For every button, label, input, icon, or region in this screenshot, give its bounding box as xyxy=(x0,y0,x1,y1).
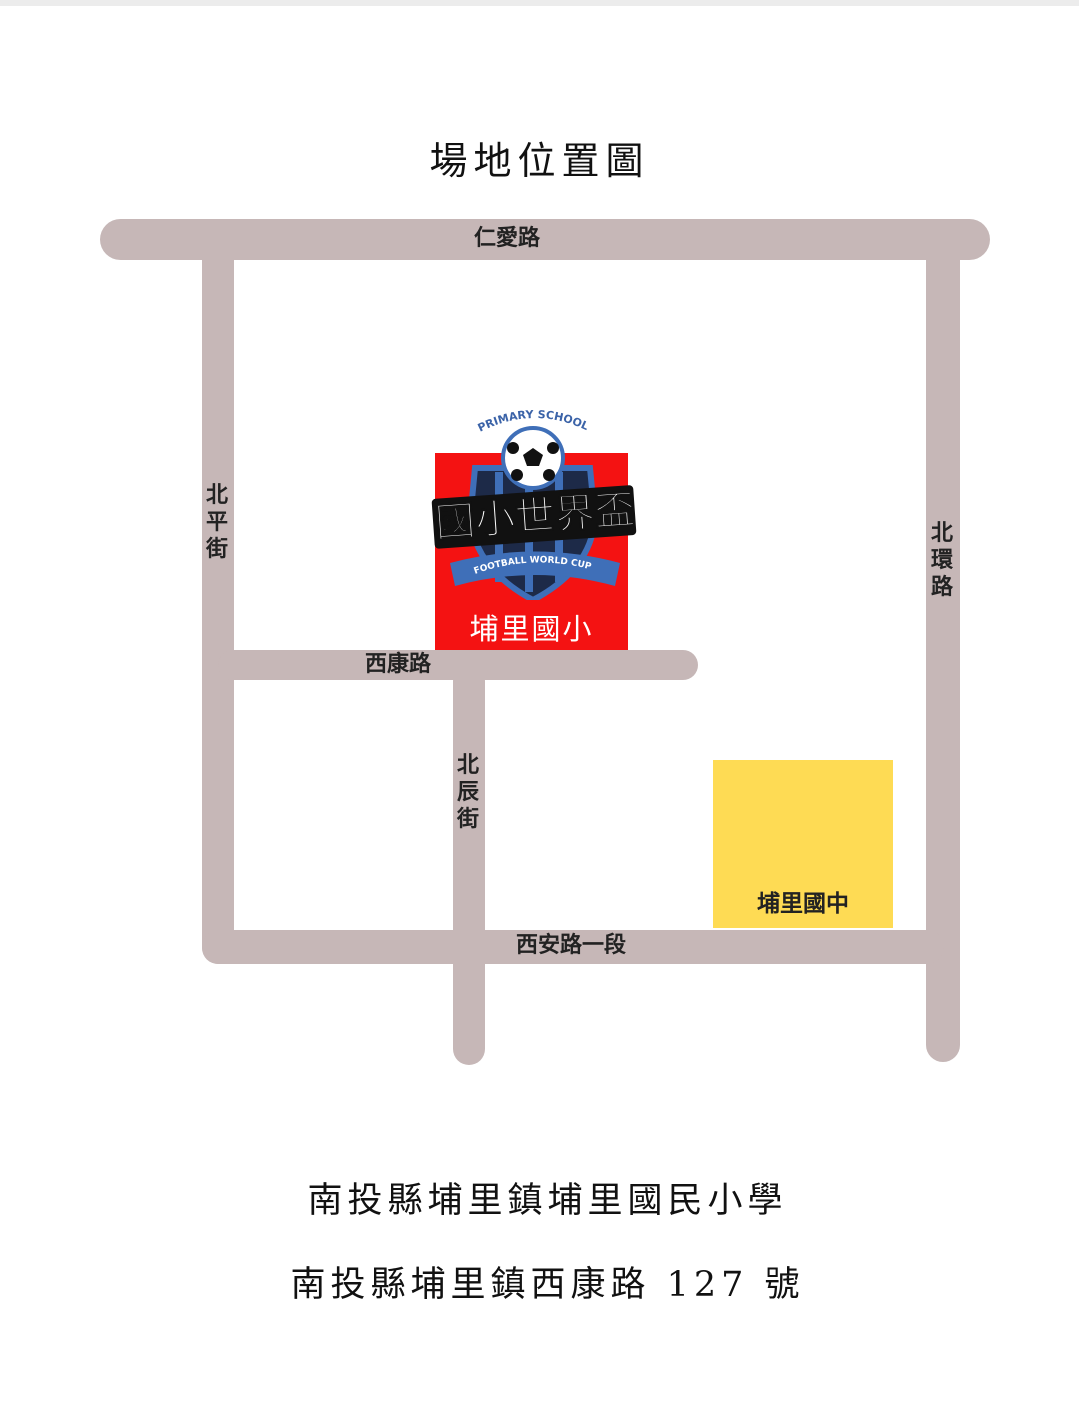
football-world-cup-logo: PRIMARY SCHOOL 國小世界盃 FOOTBALL WORLD CUP xyxy=(431,408,637,600)
label-beihuan: 北環路 xyxy=(930,521,953,600)
road-beiping xyxy=(202,240,234,964)
label-xikang: 西康路 xyxy=(365,652,432,677)
logo-main-text: 國小世界盃 xyxy=(434,487,637,547)
address-street: 南投縣埔里鎮西康路 127 號 xyxy=(290,1265,805,1305)
page-title: 場地位置圖 xyxy=(429,139,650,183)
label-beichen: 北辰街 xyxy=(456,753,479,832)
elementary-school-name: 埔里國小 xyxy=(469,612,594,646)
top-border xyxy=(0,0,1079,6)
label-beiping: 北平街 xyxy=(205,483,228,562)
road-beichen xyxy=(453,665,485,1065)
address-school-name: 南投縣埔里鎮埔里國民小學 xyxy=(307,1181,788,1221)
road-xian xyxy=(202,930,944,964)
road-beihuan xyxy=(926,240,960,1062)
label-xian: 西安路一段 xyxy=(516,933,627,958)
junior-high-name: 埔里國中 xyxy=(757,891,849,917)
label-renai: 仁愛路 xyxy=(474,226,541,251)
junior-high-marker: 埔里國中 xyxy=(713,760,893,928)
logo-banner xyxy=(450,551,620,586)
road-renai xyxy=(100,219,990,260)
